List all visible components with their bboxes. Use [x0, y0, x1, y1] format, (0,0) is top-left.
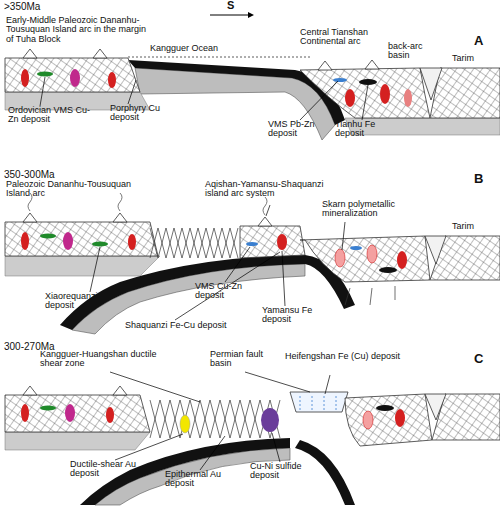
volcano [23, 213, 272, 226]
direction-arrow [210, 15, 248, 16]
panel-letter: A [474, 34, 490, 48]
fault-basin [290, 392, 348, 412]
pluton [345, 89, 355, 107]
island-arc-block [5, 395, 150, 432]
pluton [70, 69, 80, 87]
direction-label: S [227, 0, 241, 12]
volcano [318, 61, 332, 70]
island-arc-block [5, 58, 140, 92]
tarim-block [430, 68, 500, 118]
deposit-label: Ordovician VMS Cu-Zn deposit [8, 106, 93, 125]
pluton [397, 251, 407, 269]
oceanic-crust [295, 440, 355, 505]
age-label: 350-300Ma [4, 170, 74, 181]
pluton [21, 404, 29, 422]
volcano [23, 386, 127, 395]
arc-system-block [240, 226, 305, 258]
unit-label: back-arc basin [388, 42, 433, 61]
deposit-label: Ductile-shear Au deposit [70, 460, 152, 479]
fluid-arrow [345, 286, 395, 305]
volcano [365, 60, 379, 69]
unit-label: Early-Middle Paleozoic Dananhu-Tousuquan… [6, 16, 156, 44]
arrow-head [248, 12, 254, 18]
pluton [335, 249, 345, 267]
unit-label: Kangguer Ocean [150, 44, 230, 53]
pluton [395, 409, 405, 427]
mantle-layer [5, 432, 150, 450]
ore-lens [379, 267, 397, 273]
pluton [128, 234, 136, 250]
age-label: >350Ma [4, 2, 74, 13]
panel-letter: B [474, 172, 490, 186]
panel-letter: C [474, 352, 490, 366]
ore-lens [92, 242, 108, 247]
deposit-label: Cu-Ni sulfide deposit [250, 462, 332, 481]
accretionary-complex [150, 228, 238, 258]
unit-label: Tarim [452, 54, 492, 63]
leader-line [110, 372, 330, 470]
ore-lens [376, 405, 394, 411]
back-arc-basin [425, 236, 446, 264]
pluton [21, 69, 29, 87]
ore-lens [37, 72, 53, 77]
shear-zone [150, 400, 280, 438]
continental-arc-block [300, 236, 430, 282]
deposit-label: VMS Cu-Zn deposit [195, 282, 270, 301]
pluton [363, 411, 373, 429]
deposit-label: Yamansu Fe deposit [262, 306, 324, 325]
volcano [23, 49, 37, 58]
ore-lens [40, 406, 56, 411]
unit-label: Paleozoic Dananhu-Tousuquan Island arc [6, 180, 156, 199]
cu-ni-intrusion [261, 408, 279, 432]
ore-lens [359, 79, 377, 85]
leader-line [90, 205, 345, 320]
pluton [277, 234, 287, 250]
au-deposit [180, 415, 190, 433]
unit-label: Kangguer-Huangshan ductile shear zone [40, 350, 168, 369]
pluton [106, 407, 114, 423]
volcano [93, 49, 107, 58]
pluton [63, 232, 73, 250]
unit-label: Permian fault basin [210, 350, 274, 369]
unit-label: Aqishan-Yamansu-Shaquanzi island arc sys… [205, 180, 345, 199]
pluton [65, 404, 75, 422]
unit-label: Tarim [452, 222, 492, 231]
sea-level [128, 57, 310, 58]
ore-lens [246, 242, 258, 246]
mantle-layer [5, 256, 160, 276]
pluton [404, 89, 412, 107]
ore-lens [40, 234, 56, 239]
pluton [108, 72, 116, 88]
back-arc-basin [420, 68, 442, 100]
pluton [380, 84, 390, 104]
deposit-label: Tianhu Fe deposit [335, 120, 393, 139]
continental-arc-block [345, 394, 432, 446]
deposit-label: Skarn polymetallic mineralization [322, 200, 427, 219]
ore-lens [333, 78, 347, 82]
basin-fill [300, 396, 336, 410]
continental-arc-block [300, 68, 430, 118]
deposit-label: Porphyry Cu deposit [110, 104, 178, 123]
deposit-label: Xiaorequanzi Cu deposit [45, 292, 135, 311]
ore-lens [350, 246, 362, 250]
deposit-label: Epithermal Au deposit [165, 470, 237, 489]
pluton [21, 232, 29, 250]
back-arc-basin [425, 394, 446, 420]
pluton [367, 245, 377, 263]
deposit-label: VMS Pb-Zn deposit [268, 120, 330, 139]
deposit-label: Heifengshan Fe (Cu) deposit [285, 352, 410, 361]
deposit-label: Shaquanzi Fe-Cu deposit [125, 321, 245, 330]
island-arc-block [5, 222, 158, 256]
